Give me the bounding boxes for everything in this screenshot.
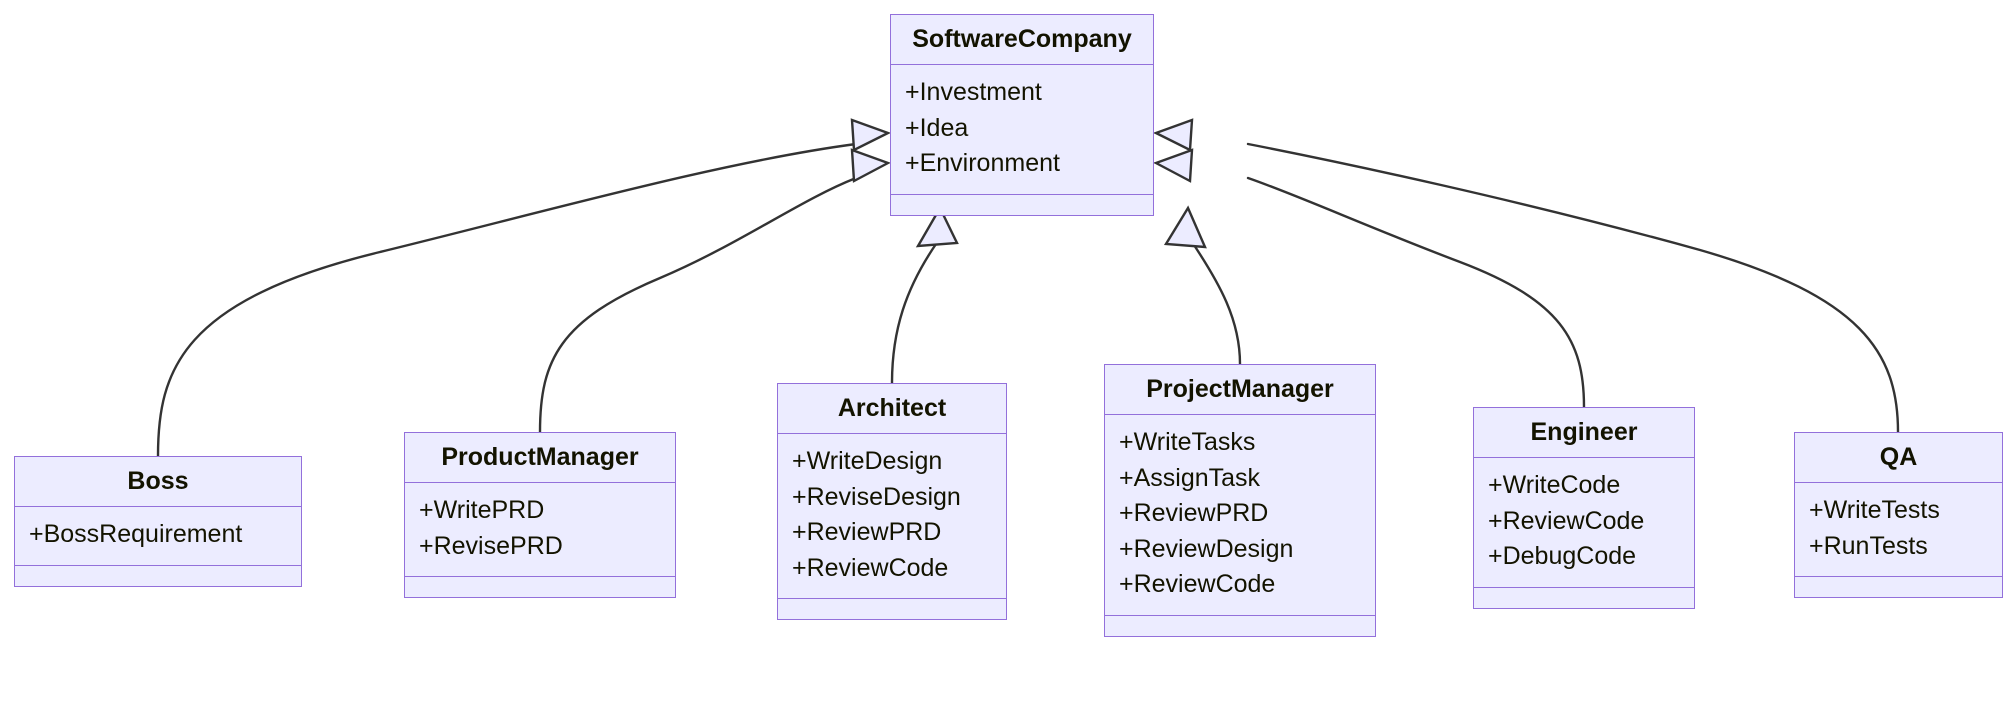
- class-methods-architect: [778, 599, 1006, 619]
- class-attribute: +WriteDesign: [792, 447, 943, 475]
- class-attribute: +ReviewPRD: [1119, 499, 1269, 527]
- class-divider: [891, 193, 1153, 195]
- class-box-boss[interactable]: Boss +BossRequirement: [14, 456, 302, 587]
- class-title-project-manager: ProjectManager: [1146, 375, 1334, 403]
- class-attribute: +BossRequirement: [29, 520, 243, 548]
- class-attribute: +RunTests: [1809, 531, 1928, 560]
- class-divider: [15, 506, 301, 507]
- class-attribute: +ReviewCode: [792, 553, 949, 582]
- class-methods-software-company: [891, 195, 1153, 215]
- edge-projectmanager-to-company: [1190, 240, 1242, 366]
- class-title-engineer: Engineer: [1530, 418, 1638, 446]
- class-attributes-architect: +WriteDesign +ReviseDesign +ReviewPRD +R…: [778, 434, 1006, 598]
- class-methods-qa: [1795, 577, 2002, 597]
- class-divider: [778, 433, 1006, 434]
- class-divider: [778, 598, 1006, 599]
- class-methods-boss: [15, 566, 301, 586]
- class-attributes-boss: +BossRequirement: [15, 507, 301, 565]
- class-attribute: +RevisePRD: [419, 531, 563, 560]
- class-divider: [1474, 457, 1694, 458]
- class-title-qa: QA: [1879, 443, 1918, 471]
- class-divider: [1795, 482, 2002, 483]
- arrowhead-boss: [850, 118, 892, 152]
- class-title-boss: Boss: [127, 467, 189, 495]
- class-attribute: +WritePRD: [419, 496, 545, 524]
- class-attribute: +ReviewCode: [1488, 506, 1645, 535]
- class-divider: [1474, 586, 1694, 588]
- class-title-software-company: SoftwareCompany: [912, 25, 1132, 53]
- class-divider: [405, 576, 675, 577]
- class-attributes-product-manager: +WritePRD +RevisePRD: [405, 483, 675, 576]
- class-box-software-company[interactable]: SoftwareCompany +Investment +Idea +Envir…: [890, 14, 1154, 216]
- class-divider: [15, 564, 301, 566]
- class-attributes-project-manager: +WriteTasks +AssignTask +ReviewPRD +Revi…: [1105, 415, 1375, 615]
- class-box-architect[interactable]: Architect +WriteDesign +ReviseDesign +Re…: [777, 383, 1007, 620]
- class-divider: [1105, 414, 1375, 415]
- class-attribute: +ReviewDesign: [1119, 534, 1294, 563]
- class-box-project-manager[interactable]: ProjectManager +WriteTasks +AssignTask +…: [1104, 364, 1376, 637]
- class-box-qa[interactable]: QA +WriteTests +RunTests: [1794, 432, 2003, 598]
- class-divider: [1105, 614, 1375, 616]
- class-attribute: +ReviewPRD: [792, 518, 942, 546]
- class-attribute: +ReviewCode: [1119, 570, 1276, 598]
- class-attributes-software-company: +Investment +Idea +Environment: [891, 65, 1153, 194]
- class-attribute: +WriteTasks: [1119, 428, 1256, 456]
- class-box-engineer[interactable]: Engineer +WriteCode +ReviewCode +DebugCo…: [1473, 407, 1695, 609]
- class-attribute: +WriteTests: [1809, 496, 1940, 524]
- arrowhead-projectmanager: [1163, 205, 1207, 249]
- class-attribute: +WriteCode: [1488, 471, 1621, 499]
- class-box-product-manager[interactable]: ProductManager +WritePRD +RevisePRD: [404, 432, 676, 598]
- class-attributes-qa: +WriteTests +RunTests: [1795, 483, 2002, 576]
- arrowhead-engineer: [1153, 148, 1194, 183]
- class-title-architect: Architect: [837, 394, 947, 422]
- class-attributes-engineer: +WriteCode +ReviewCode +DebugCode: [1474, 458, 1694, 587]
- edge-architect-to-company: [890, 242, 938, 385]
- class-divider: [891, 64, 1153, 65]
- class-attribute: +DebugCode: [1488, 542, 1637, 570]
- class-attribute: +Environment: [905, 149, 1060, 177]
- class-divider: [1795, 576, 2002, 577]
- class-divider: [405, 482, 675, 483]
- class-methods-product-manager: [405, 577, 675, 597]
- class-attribute: +AssignTask: [1119, 463, 1261, 492]
- class-title-product-manager: ProductManager: [441, 443, 639, 471]
- class-methods-engineer: [1474, 588, 1694, 608]
- class-attribute: +ReviseDesign: [792, 482, 961, 511]
- arrowhead-qa: [1152, 118, 1194, 152]
- class-methods-project-manager: [1105, 616, 1375, 636]
- class-attribute: +Idea: [905, 113, 969, 142]
- arrowhead-productmanager: [850, 148, 891, 183]
- class-attribute: +Investment: [905, 78, 1042, 106]
- edge-boss-to-company: [156, 142, 858, 458]
